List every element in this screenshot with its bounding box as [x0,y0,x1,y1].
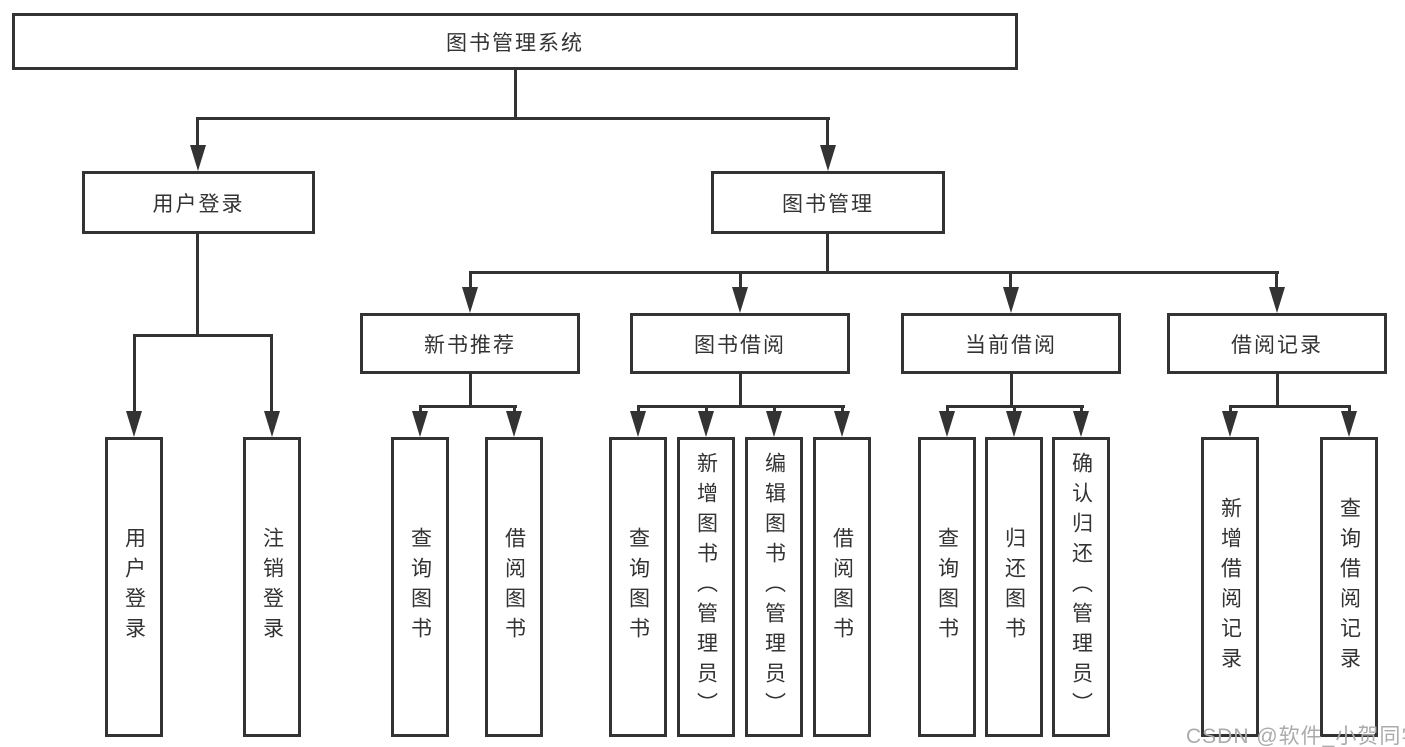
arrowhead-down-icon [264,411,280,437]
arrowhead-down-icon [190,145,206,171]
v-line [1275,271,1278,291]
node-book-management: 图书管理 [711,171,945,234]
arrowhead-down-icon [766,411,782,437]
v-line [196,117,199,147]
v-line [1009,271,1012,291]
leaf-label: 查询图书 [408,527,432,647]
v-line [469,374,472,408]
node-new-book-recommendation: 新书推荐 [360,313,580,374]
arrowhead-down-icon [462,287,478,313]
v-line [1010,374,1013,408]
node-book-borrowing: 图书借阅 [630,313,850,374]
leaf-borrow-books: 借阅图书 [813,437,871,737]
leaf-label: 新增借阅记录 [1218,497,1242,677]
leaf-label: 归还图书 [1002,527,1026,647]
leaf-query-borrow-record: 查询借阅记录 [1320,437,1378,737]
h-line [196,117,830,120]
arrowhead-down-icon [820,145,836,171]
leaf-query-books-current: 查询图书 [918,437,976,737]
leaf-label: 新增图书（管理员） [694,452,718,722]
leaf-label: 查询借阅记录 [1337,497,1361,677]
leaf-query-books-rec: 查询图书 [391,437,449,737]
node-user-login: 用户登录 [82,171,315,234]
leaf-query-books-borrow: 查询图书 [609,437,667,737]
v-line [739,271,742,291]
arrowhead-down-icon [1003,287,1019,313]
arrowhead-down-icon [1269,287,1285,313]
leaf-label: 编辑图书（管理员） [762,452,786,722]
csdn-watermark: CSDN @软件_小贺同学 [1186,725,1405,747]
v-line [826,234,829,274]
v-line [514,70,517,120]
h-line [637,405,845,408]
arrowhead-down-icon [126,411,142,437]
leaf-return-books: 归还图书 [985,437,1043,737]
h-line [419,405,517,408]
leaf-add-borrow-record: 新增借阅记录 [1201,437,1259,737]
leaf-label: 确认归还（管理员） [1069,452,1093,722]
v-line [196,234,199,337]
v-line [739,374,742,408]
arrowhead-down-icon [939,411,955,437]
node-root-system: 图书管理系统 [12,13,1018,70]
leaf-label: 查询图书 [935,527,959,647]
leaf-label: 用户登录 [122,527,146,647]
leaf-borrow-books-rec: 借阅图书 [485,437,543,737]
node-current-borrowing: 当前借阅 [901,313,1121,374]
arrowhead-down-icon [1073,411,1089,437]
arrowhead-down-icon [506,411,522,437]
v-line [1276,374,1279,408]
arrowhead-down-icon [834,411,850,437]
v-line [133,334,136,414]
leaf-label: 借阅图书 [502,527,526,647]
node-borrowing-records: 借阅记录 [1167,313,1387,374]
leaf-label: 借阅图书 [830,527,854,647]
arrowhead-down-icon [698,411,714,437]
v-line [270,334,273,414]
v-line [469,271,472,291]
leaf-edit-books-admin: 编辑图书（管理员） [745,437,803,737]
leaf-logout: 注销登录 [243,437,301,737]
leaf-user-login: 用户登录 [105,437,163,737]
arrowhead-down-icon [1006,411,1022,437]
h-line [133,334,273,337]
leaf-add-books-admin: 新增图书（管理员） [677,437,735,737]
arrowhead-down-icon [1341,411,1357,437]
arrowhead-down-icon [412,411,428,437]
leaf-confirm-return-admin: 确认归还（管理员） [1052,437,1110,737]
h-line [469,271,1279,274]
leaf-label: 查询图书 [626,527,650,647]
arrowhead-down-icon [732,287,748,313]
h-line [1229,405,1351,408]
arrowhead-down-icon [1222,411,1238,437]
arrowhead-down-icon [630,411,646,437]
v-line [826,117,829,147]
leaf-label: 注销登录 [260,527,284,647]
